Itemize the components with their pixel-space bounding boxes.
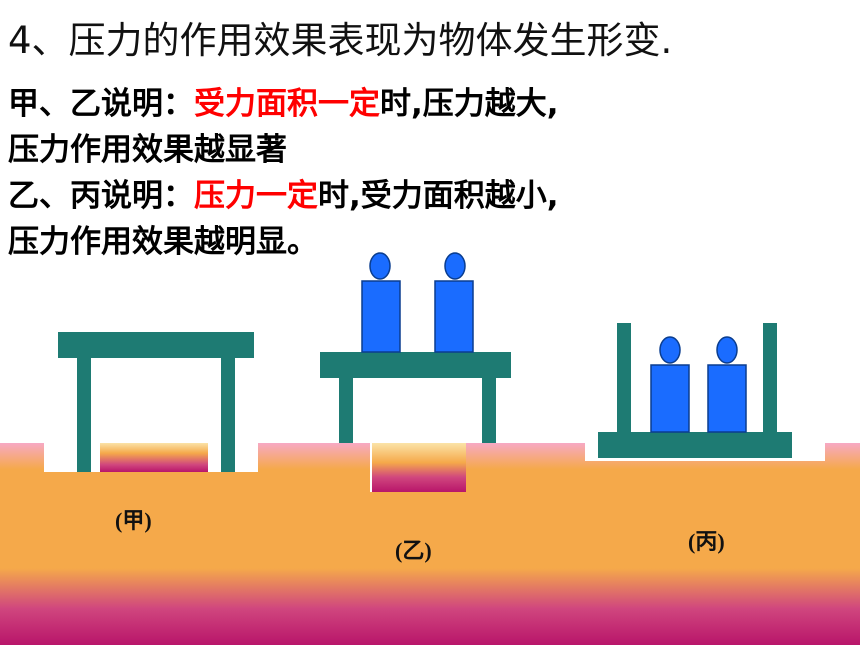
line-1-suffix: 时,压力越大, xyxy=(380,86,559,122)
weights-bing xyxy=(650,336,747,433)
table-bing xyxy=(598,323,792,458)
text-line-3: 乙、丙说明：压力一定时,受力面积越小, xyxy=(8,170,559,215)
line-1-prefix: 甲、乙说明： xyxy=(8,86,194,122)
sponge-base xyxy=(0,443,860,645)
label-yi: (乙) xyxy=(395,538,432,563)
table-jia xyxy=(58,332,254,472)
line-1-highlight: 受力面积一定 xyxy=(194,86,380,122)
text-line-4: 压力作用效果越明显。 xyxy=(8,216,318,261)
label-bing: (丙) xyxy=(688,529,725,554)
line-4-text: 压力作用效果越明显。 xyxy=(8,224,318,260)
label-jia: (甲) xyxy=(115,508,152,533)
sponge-dent-jia xyxy=(100,443,208,472)
weights-yi xyxy=(361,252,474,353)
line-3-suffix: 时,受力面积越小, xyxy=(318,178,559,214)
sponge-dent-yi xyxy=(372,443,466,492)
line-3-prefix: 乙、丙说明： xyxy=(8,178,194,214)
text-line-1: 甲、乙说明：受力面积一定时,压力越大, xyxy=(8,78,559,123)
heading: 4、压力的作用效果表现为物体发生形变. xyxy=(8,19,673,62)
line-2-text: 压力作用效果越显著 xyxy=(8,132,287,168)
table-yi xyxy=(320,352,511,443)
text-line-2: 压力作用效果越显著 xyxy=(8,124,287,169)
line-3-highlight: 压力一定 xyxy=(194,178,318,214)
